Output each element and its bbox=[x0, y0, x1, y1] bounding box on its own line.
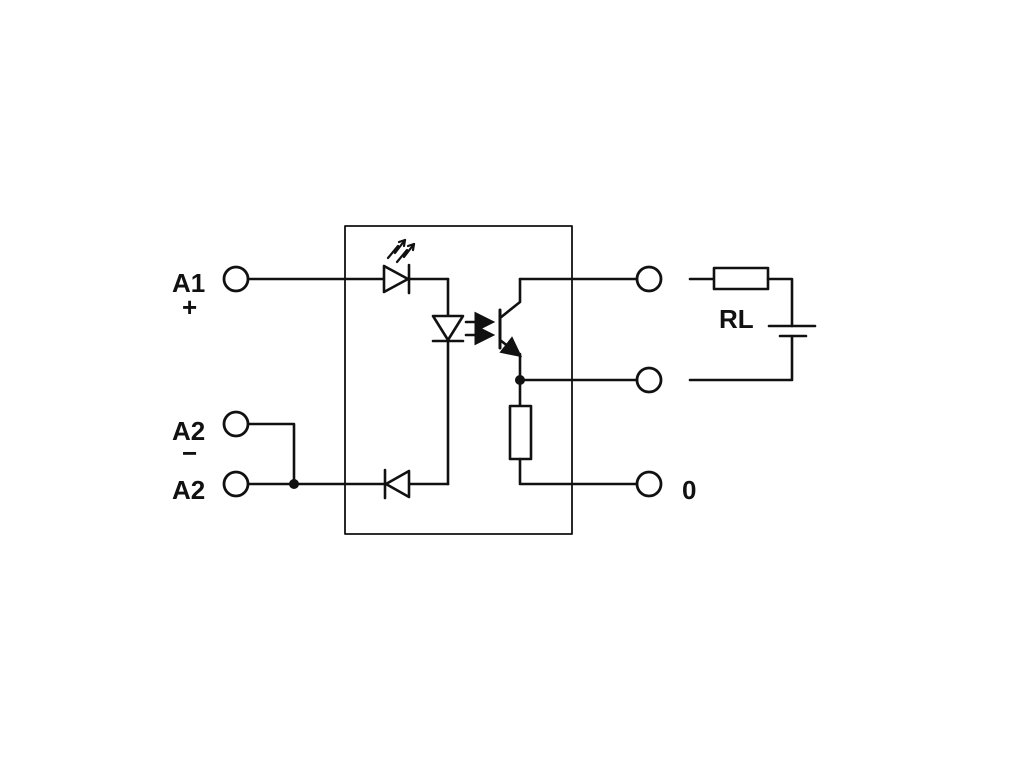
label-a2-polarity: − bbox=[182, 438, 197, 468]
phototransistor bbox=[498, 277, 523, 358]
load-wire-return bbox=[688, 334, 794, 382]
led-indicator-diode bbox=[382, 263, 411, 295]
internal-resistor bbox=[508, 404, 533, 461]
label-output-zero: 0 bbox=[682, 475, 696, 505]
load-resistor bbox=[712, 266, 770, 291]
label-a2-upper: A2 bbox=[172, 416, 205, 446]
a2-bridge-wire bbox=[247, 422, 296, 486]
led-light-rays bbox=[386, 238, 416, 264]
label-a1: A1 bbox=[172, 268, 205, 298]
ground-wire bbox=[518, 457, 639, 486]
terminal-output-middle[interactable] bbox=[635, 366, 663, 394]
terminal-a2-lower[interactable] bbox=[222, 470, 250, 498]
terminal-output-top[interactable] bbox=[635, 265, 663, 293]
label-load: RL bbox=[719, 304, 754, 334]
label-a1-polarity: + bbox=[182, 292, 197, 322]
junction-emitter bbox=[515, 375, 525, 385]
optocoupler-emitter-diode bbox=[431, 314, 465, 343]
load-wire-right bbox=[766, 277, 794, 328]
protection-diode bbox=[383, 468, 411, 500]
label-a2-lower: A2 bbox=[172, 475, 205, 505]
terminal-a2-upper[interactable] bbox=[222, 410, 250, 438]
terminal-output-zero[interactable] bbox=[635, 470, 663, 498]
junction-a2 bbox=[289, 479, 299, 489]
terminal-a1[interactable] bbox=[222, 265, 250, 293]
battery-symbol bbox=[767, 324, 817, 338]
